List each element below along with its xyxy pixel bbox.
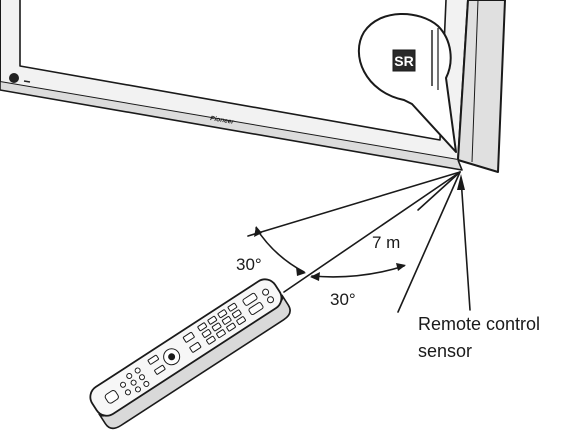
brand-logo: Pioneer <box>210 115 235 126</box>
remote-button <box>197 322 208 332</box>
sensor-callout: SR <box>357 13 457 153</box>
range-boundary-right <box>397 171 461 313</box>
sensor-pointer-line <box>460 177 471 311</box>
display-side-edge <box>457 0 506 173</box>
power-led-icon <box>9 73 31 83</box>
range-mid-line <box>417 171 461 211</box>
angle-label-left: 30° <box>236 255 262 274</box>
remote-sensor-sr-icon: SR <box>392 49 416 72</box>
sensor-label-line1: Remote control <box>418 314 540 334</box>
sensor-pointer-arrowhead <box>457 174 465 190</box>
plasma-display <box>0 0 506 173</box>
distance-label: 7 m <box>372 233 400 252</box>
sensor-badge-text: SR <box>394 53 413 69</box>
display-bottom-edge <box>0 82 463 171</box>
angle-arc-right <box>311 265 405 278</box>
range-center-line <box>283 171 461 293</box>
angle-label-right: 30° <box>330 290 356 309</box>
reception-range <box>247 171 471 313</box>
angle-arc-left <box>255 227 305 273</box>
range-boundary-left <box>247 171 461 237</box>
remote-control <box>89 278 291 430</box>
sensor-label-line2: sensor <box>418 341 472 361</box>
